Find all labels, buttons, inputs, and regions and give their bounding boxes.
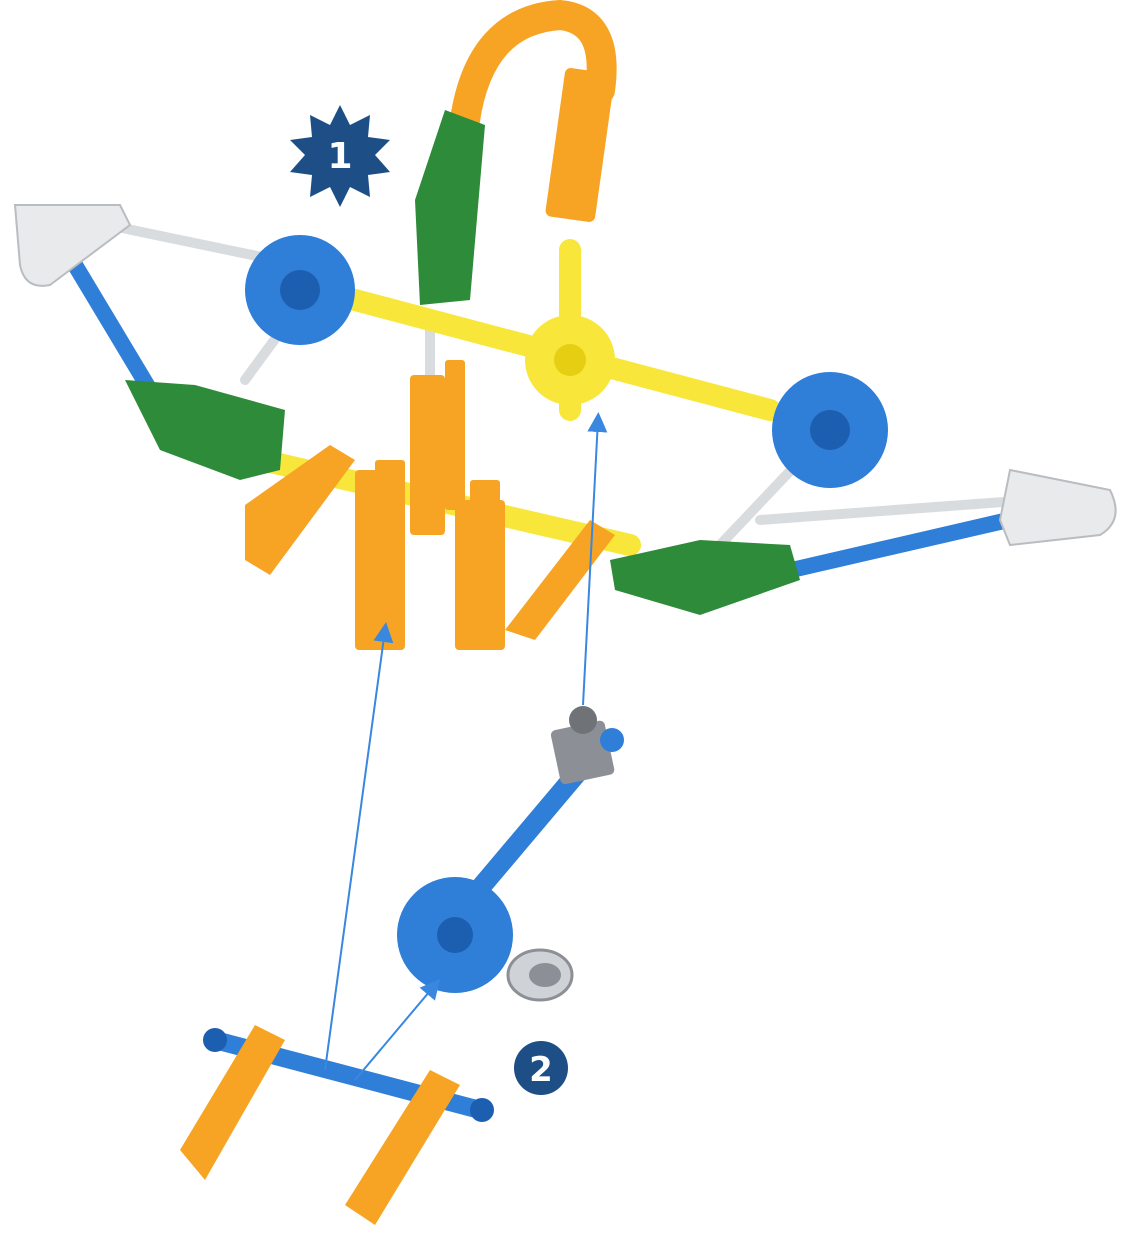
- blue-connector-lower: [397, 877, 513, 993]
- arrow-axle-to-orange: [325, 630, 385, 1070]
- orange-vertical-upper: [545, 67, 615, 222]
- step-2-number: 2: [529, 1050, 553, 1090]
- blue-cap-top: [600, 728, 624, 752]
- lower-assembly: [180, 706, 624, 1225]
- green-left-piece: [125, 380, 285, 480]
- grey-hub: [508, 950, 572, 1000]
- step-1-badge: 1: [290, 105, 390, 207]
- yellow-connector: [525, 315, 615, 405]
- step-2-badge: 2: [514, 1041, 568, 1095]
- grey-knob-top: [569, 706, 597, 734]
- orange-feet: [180, 1025, 460, 1225]
- blue-connector-top-left: [245, 235, 355, 345]
- upper-assembly: [15, 15, 1116, 650]
- step-1-number: 1: [327, 136, 352, 177]
- blue-connector-right: [772, 372, 888, 488]
- blue-axle-cap-right: [470, 1098, 494, 1122]
- arrow-axle-to-connector: [355, 985, 435, 1080]
- blue-axle-cap-left: [203, 1028, 227, 1052]
- green-top-piece: [415, 110, 485, 305]
- white-corner-right: [1000, 470, 1116, 545]
